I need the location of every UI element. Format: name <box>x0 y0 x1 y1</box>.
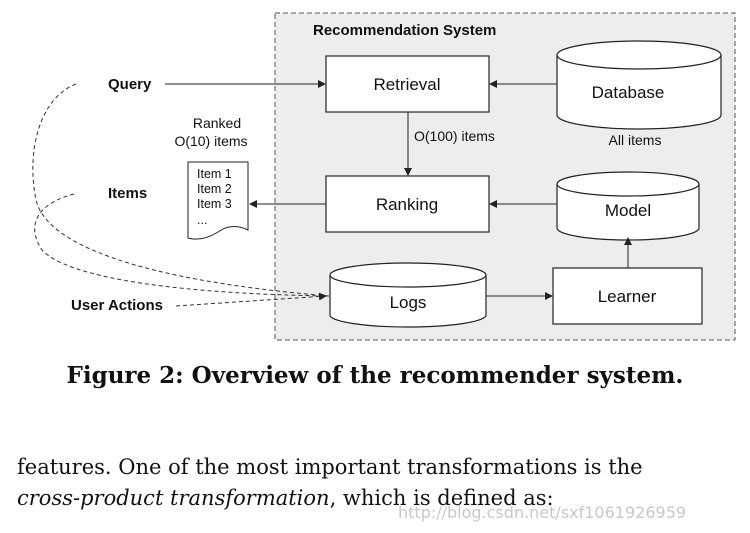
logs-label: Logs <box>390 293 427 312</box>
ranked-item: Item 3 <box>197 197 232 211</box>
watermark: http://blog.csdn.net/sxf1061926959 <box>398 503 687 522</box>
ranked-item: Item 2 <box>197 182 232 196</box>
logs-cylinder <box>329 262 487 328</box>
model-label: Model <box>605 201 651 220</box>
ranked-label-line1: Ranked <box>193 115 241 131</box>
ranked-item: Item 1 <box>197 167 232 181</box>
ranking-label: Ranking <box>376 195 438 214</box>
retrieval-box <box>325 55 490 113</box>
recommender-diagram: Recommendation System Retrieval Ranking … <box>32 12 736 341</box>
ranked-label-line2: O(10) items <box>174 133 247 149</box>
database-caption: All items <box>609 132 662 148</box>
system-title: Recommendation System <box>313 22 496 39</box>
retrieval-label: Retrieval <box>373 75 440 94</box>
ranked-item: ... <box>197 213 207 227</box>
user-actions-input-label: User Actions <box>71 297 163 314</box>
body-text-line2: cross-product transformation, which is d… <box>17 486 554 510</box>
database-cylinder <box>556 40 722 130</box>
learner-box <box>552 267 703 325</box>
body-text-line1: features. One of the most important tran… <box>17 455 643 479</box>
body-text-italic-term: cross-product transformation <box>17 486 330 510</box>
query-input-label: Query <box>108 76 152 93</box>
ranked-items-document <box>187 161 249 240</box>
retrieval-ranking-edge-label: O(100) items <box>414 128 495 144</box>
figure-caption: Figure 2: Overview of the recommender sy… <box>66 362 684 389</box>
learner-label: Learner <box>598 287 657 306</box>
body-text-line2-rest: , which is defined as: <box>329 486 554 510</box>
items-input-label: Items <box>108 185 147 202</box>
database-label: Database <box>592 83 665 102</box>
